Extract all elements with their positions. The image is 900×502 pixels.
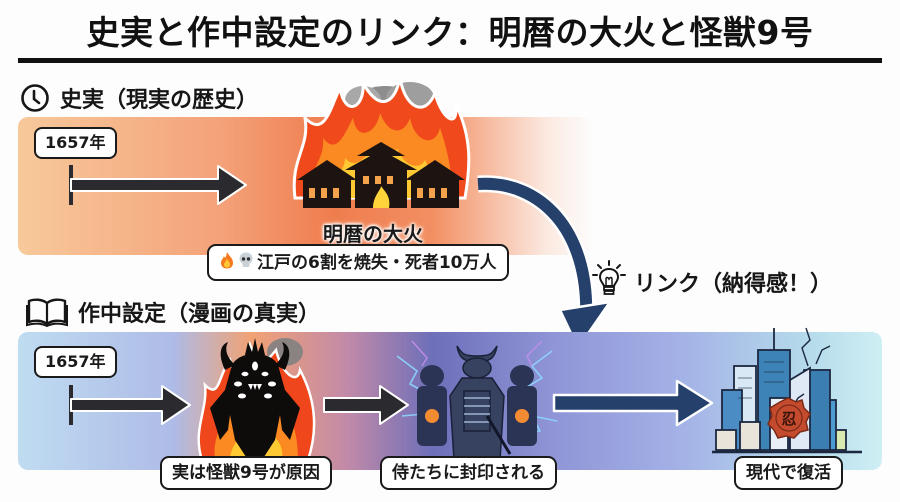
fiction-section-heading: 作中設定（漫画の真実）	[26, 296, 320, 328]
ninja-seal-icon: 忍	[767, 397, 811, 439]
title-divider	[18, 58, 882, 63]
fiction-timeline-arrow-1	[69, 385, 191, 425]
fiction-timeline-arrow-2	[323, 385, 409, 425]
kaiju-caption: 実は怪獣9号が原因	[160, 456, 332, 490]
samurai-caption: 侍たちに封印される	[380, 456, 557, 490]
history-caption-box: 江戸の6割を焼失・死者10万人	[207, 244, 509, 281]
fiction-timeline-arrow-3	[552, 379, 714, 427]
fire-icon	[219, 251, 235, 274]
clock-icon	[20, 83, 50, 113]
burning-town-illustration	[292, 77, 471, 208]
link-label: リンク（納得感！）	[592, 260, 832, 304]
samurai-illustration	[396, 340, 558, 461]
link-label-text: リンク（納得感！）	[634, 272, 833, 297]
modern-city-illustration: 忍	[712, 327, 862, 454]
fiction-year-badge: 1657年	[34, 346, 117, 378]
skull-icon	[238, 251, 254, 274]
history-section-heading: 史実（現実の歴史）	[20, 82, 258, 114]
link-curved-arrow	[477, 175, 612, 350]
fiction-heading-label: 作中設定（漫画の真実）	[78, 302, 321, 327]
revival-caption: 現代で復活	[734, 456, 843, 490]
svg-text:忍: 忍	[781, 410, 796, 428]
kaiju-9-illustration	[197, 338, 316, 462]
page-title: 史実と作中設定のリンク：明暦の大火と怪獣9号	[86, 13, 814, 52]
event-name-meireki-fire: 明暦の大火	[323, 222, 423, 246]
history-year-badge: 1657年	[34, 127, 117, 159]
history-heading-label: 史実（現実の歴史）	[60, 88, 259, 113]
history-caption-text: 江戸の6割を焼失・死者10万人	[257, 252, 497, 273]
history-timeline-arrow	[69, 165, 247, 205]
lightbulb-icon	[592, 260, 626, 304]
open-book-icon	[26, 297, 68, 327]
